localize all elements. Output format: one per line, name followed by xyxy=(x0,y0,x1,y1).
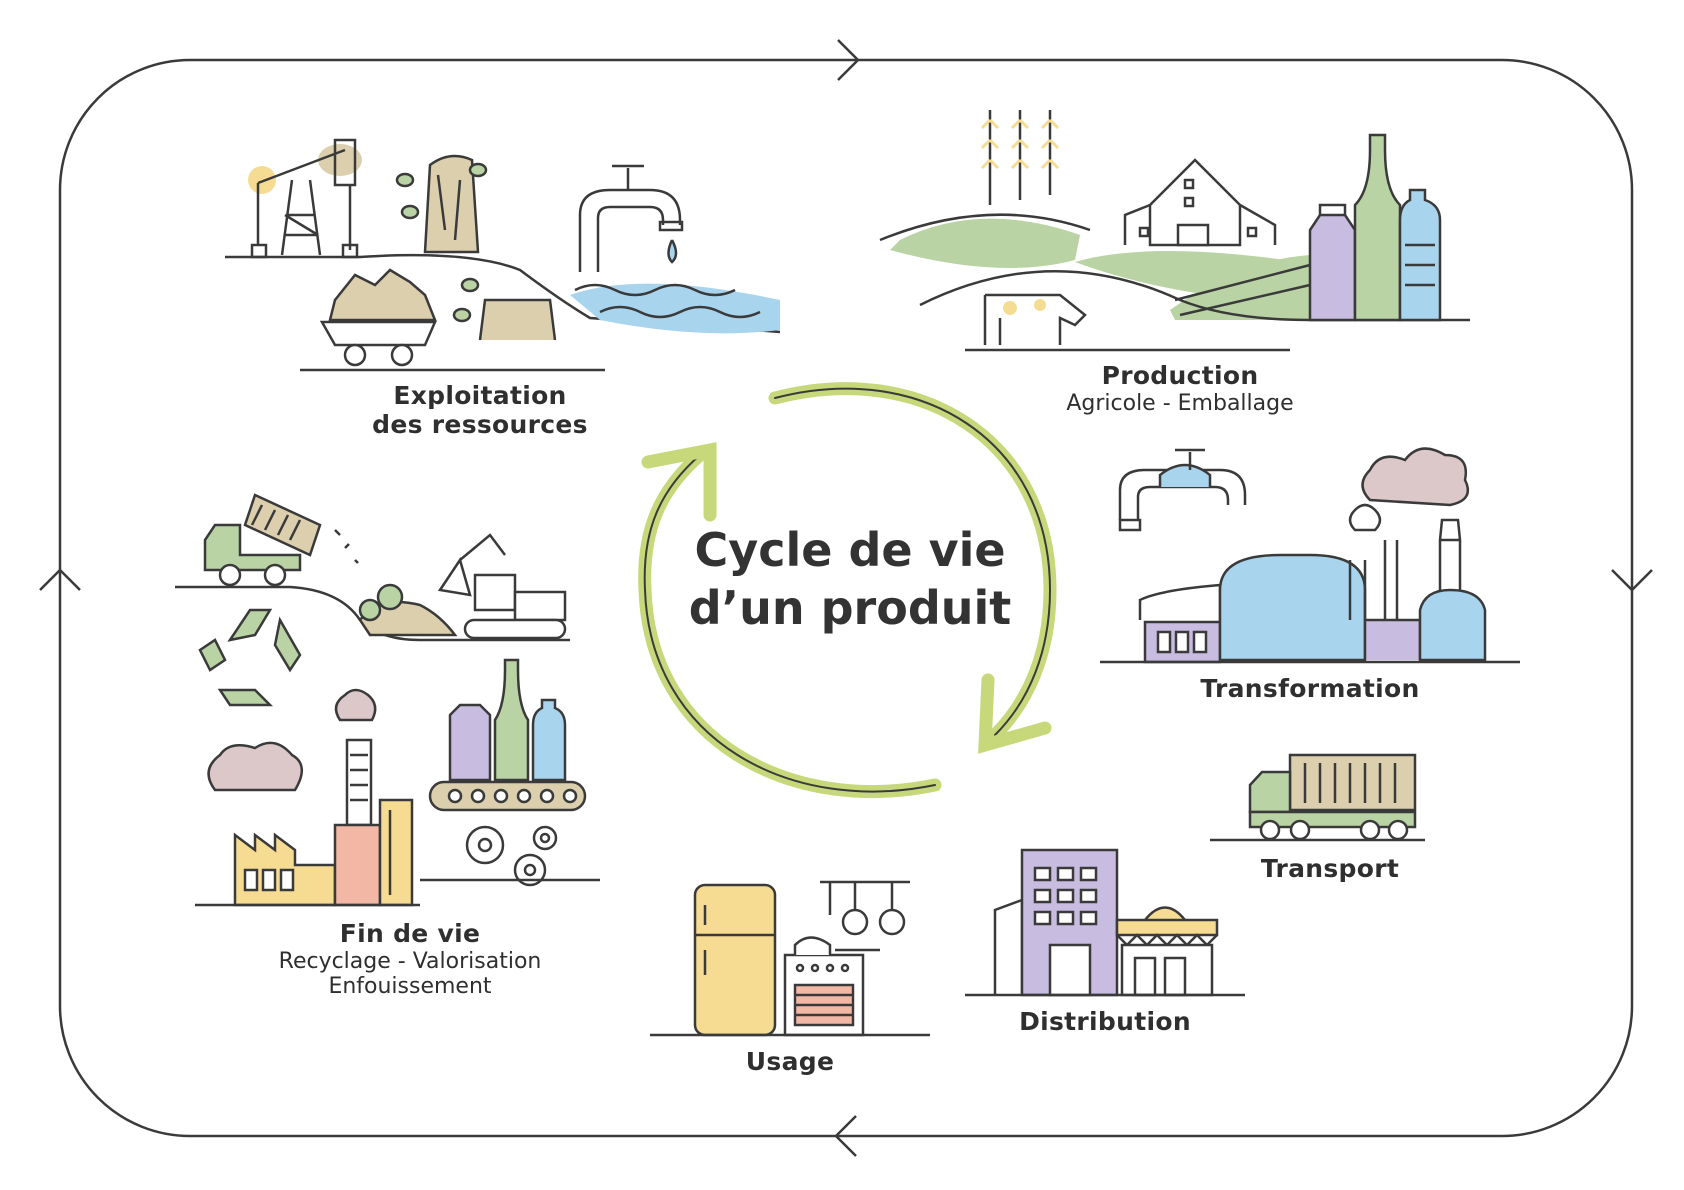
fin-de-vie-illustration xyxy=(175,493,600,907)
stage-label-production: Production Agricole - Emballage xyxy=(1030,361,1330,416)
stage-fin-de-vie-sub2: Enfouissement xyxy=(328,974,492,1000)
waste-factory-icon xyxy=(233,738,414,907)
usage-illustration xyxy=(650,880,930,1037)
diagram-title-line2: d’un produit xyxy=(688,580,1012,635)
arrow-bottom-icon xyxy=(834,1115,857,1157)
stage-fin-de-vie-title: Fin de vie xyxy=(339,919,481,948)
gears-icon xyxy=(465,825,558,887)
arrow-right-icon xyxy=(1611,569,1653,592)
arrow-left-icon xyxy=(39,568,81,591)
stage-usage-title: Usage xyxy=(745,1047,835,1076)
building-icon xyxy=(993,848,1119,997)
stage-transformation-title: Transformation xyxy=(1200,674,1420,703)
tree-trunk-icon xyxy=(395,154,488,254)
stage-label-usage: Usage xyxy=(640,1047,940,1077)
central-cycle-icon xyxy=(638,382,1057,798)
stage-distribution-title: Distribution xyxy=(1019,1007,1191,1036)
stage-transport-title: Transport xyxy=(1260,854,1400,883)
production-illustration xyxy=(879,110,1470,352)
dump-truck-icon xyxy=(203,493,359,587)
truck-icon xyxy=(1248,753,1417,841)
arrow-top-icon xyxy=(837,39,860,81)
stage-production-title: Production xyxy=(1101,361,1259,390)
distribution-illustration xyxy=(965,848,1245,997)
oil-pump-icon xyxy=(248,138,362,259)
stage-fin-de-vie-sub1: Recyclage - Valorisation xyxy=(278,948,542,974)
packaging-bottles-icon xyxy=(1308,133,1442,322)
diagram-title: Cycle de vie d’un produit xyxy=(640,522,1060,637)
mine-cart-icon xyxy=(319,268,437,367)
exploitation-illustration xyxy=(225,138,781,372)
transformation-illustration xyxy=(1100,447,1520,664)
stove-icon xyxy=(783,936,880,1037)
water-tap-icon xyxy=(570,164,780,334)
stage-production-subtitle: Agricole - Emballage xyxy=(1066,390,1294,416)
factory-icon xyxy=(1118,448,1487,664)
waste-pile-icon xyxy=(358,583,458,637)
transport-illustration xyxy=(1210,753,1425,842)
stage-label-transport: Transport xyxy=(1180,854,1480,884)
cycle-arrow-head-right xyxy=(978,673,1052,754)
wheat-icon xyxy=(980,110,1060,205)
stage-exploitation-line2: des ressources xyxy=(372,409,588,439)
stage-exploitation-line1: Exploitation xyxy=(393,381,567,410)
cloud-icon xyxy=(1361,447,1470,507)
diagram-title-line1: Cycle de vie xyxy=(694,523,1006,577)
tree-stump-icon xyxy=(452,277,557,341)
fridge-icon xyxy=(693,883,777,1037)
recycle-icon xyxy=(198,608,302,707)
cycle-arrow-head-left xyxy=(641,442,717,522)
excavator-icon xyxy=(437,533,567,640)
stage-label-fin-de-vie: Fin de vie Recyclage - Valorisation Enfo… xyxy=(230,919,590,1000)
conveyor-bottles-icon xyxy=(428,658,587,812)
smoke-cloud-icon xyxy=(207,688,377,792)
farm-house-icon xyxy=(1123,158,1277,247)
pans-icon xyxy=(820,880,910,936)
stage-label-distribution: Distribution xyxy=(955,1007,1255,1037)
shop-icon xyxy=(1115,906,1219,997)
outer-cycle-border xyxy=(39,39,1653,1157)
cow-icon xyxy=(983,293,1087,345)
stage-label-exploitation: Exploitation des ressources xyxy=(330,381,630,440)
stage-label-transformation: Transformation xyxy=(1160,674,1460,704)
